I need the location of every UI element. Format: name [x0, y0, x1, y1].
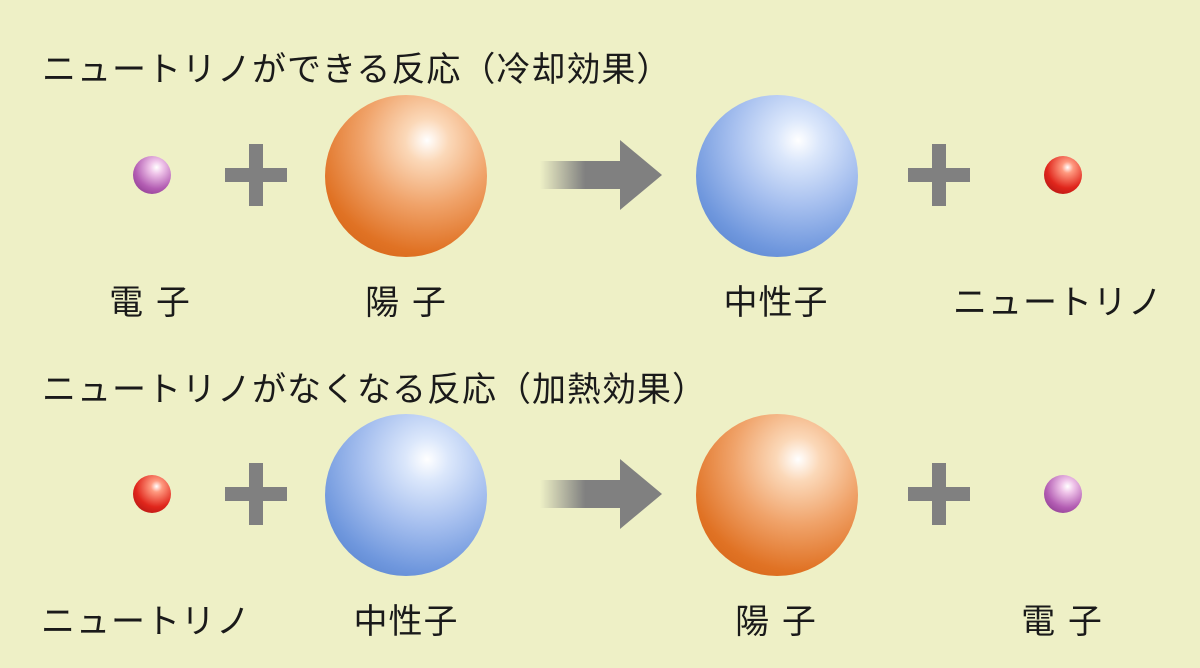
proton-label: 陽 子: [735, 602, 817, 642]
plus-sign: [908, 463, 970, 525]
neutrino-label: ニュートリノ: [41, 602, 251, 642]
plus-sign: [225, 144, 287, 206]
electron-particle: [133, 156, 171, 194]
cooling-reaction-title: ニュートリノができる反応（冷却効果）: [42, 50, 672, 90]
reaction-arrow: [540, 459, 662, 529]
electron-label: 電 子: [109, 283, 191, 323]
electron-label: 電 子: [1021, 602, 1103, 642]
proton-label: 陽 子: [365, 283, 447, 323]
neutrino-label: ニュートリノ: [953, 283, 1163, 323]
plus-sign: [908, 144, 970, 206]
reaction-arrow: [540, 140, 662, 210]
neutron-label: 中性子: [723, 283, 829, 323]
neutron-particle: [325, 414, 487, 576]
plus-sign: [225, 463, 287, 525]
proton-particle: [696, 414, 858, 576]
neutron-particle: [696, 95, 858, 257]
proton-particle: [325, 95, 487, 257]
neutrino-particle: [1044, 156, 1082, 194]
electron-particle: [1044, 475, 1082, 513]
heating-reaction-title: ニュートリノがなくなる反応（加熱効果）: [42, 370, 707, 410]
neutrino-particle: [133, 475, 171, 513]
neutron-label: 中性子: [353, 602, 459, 642]
